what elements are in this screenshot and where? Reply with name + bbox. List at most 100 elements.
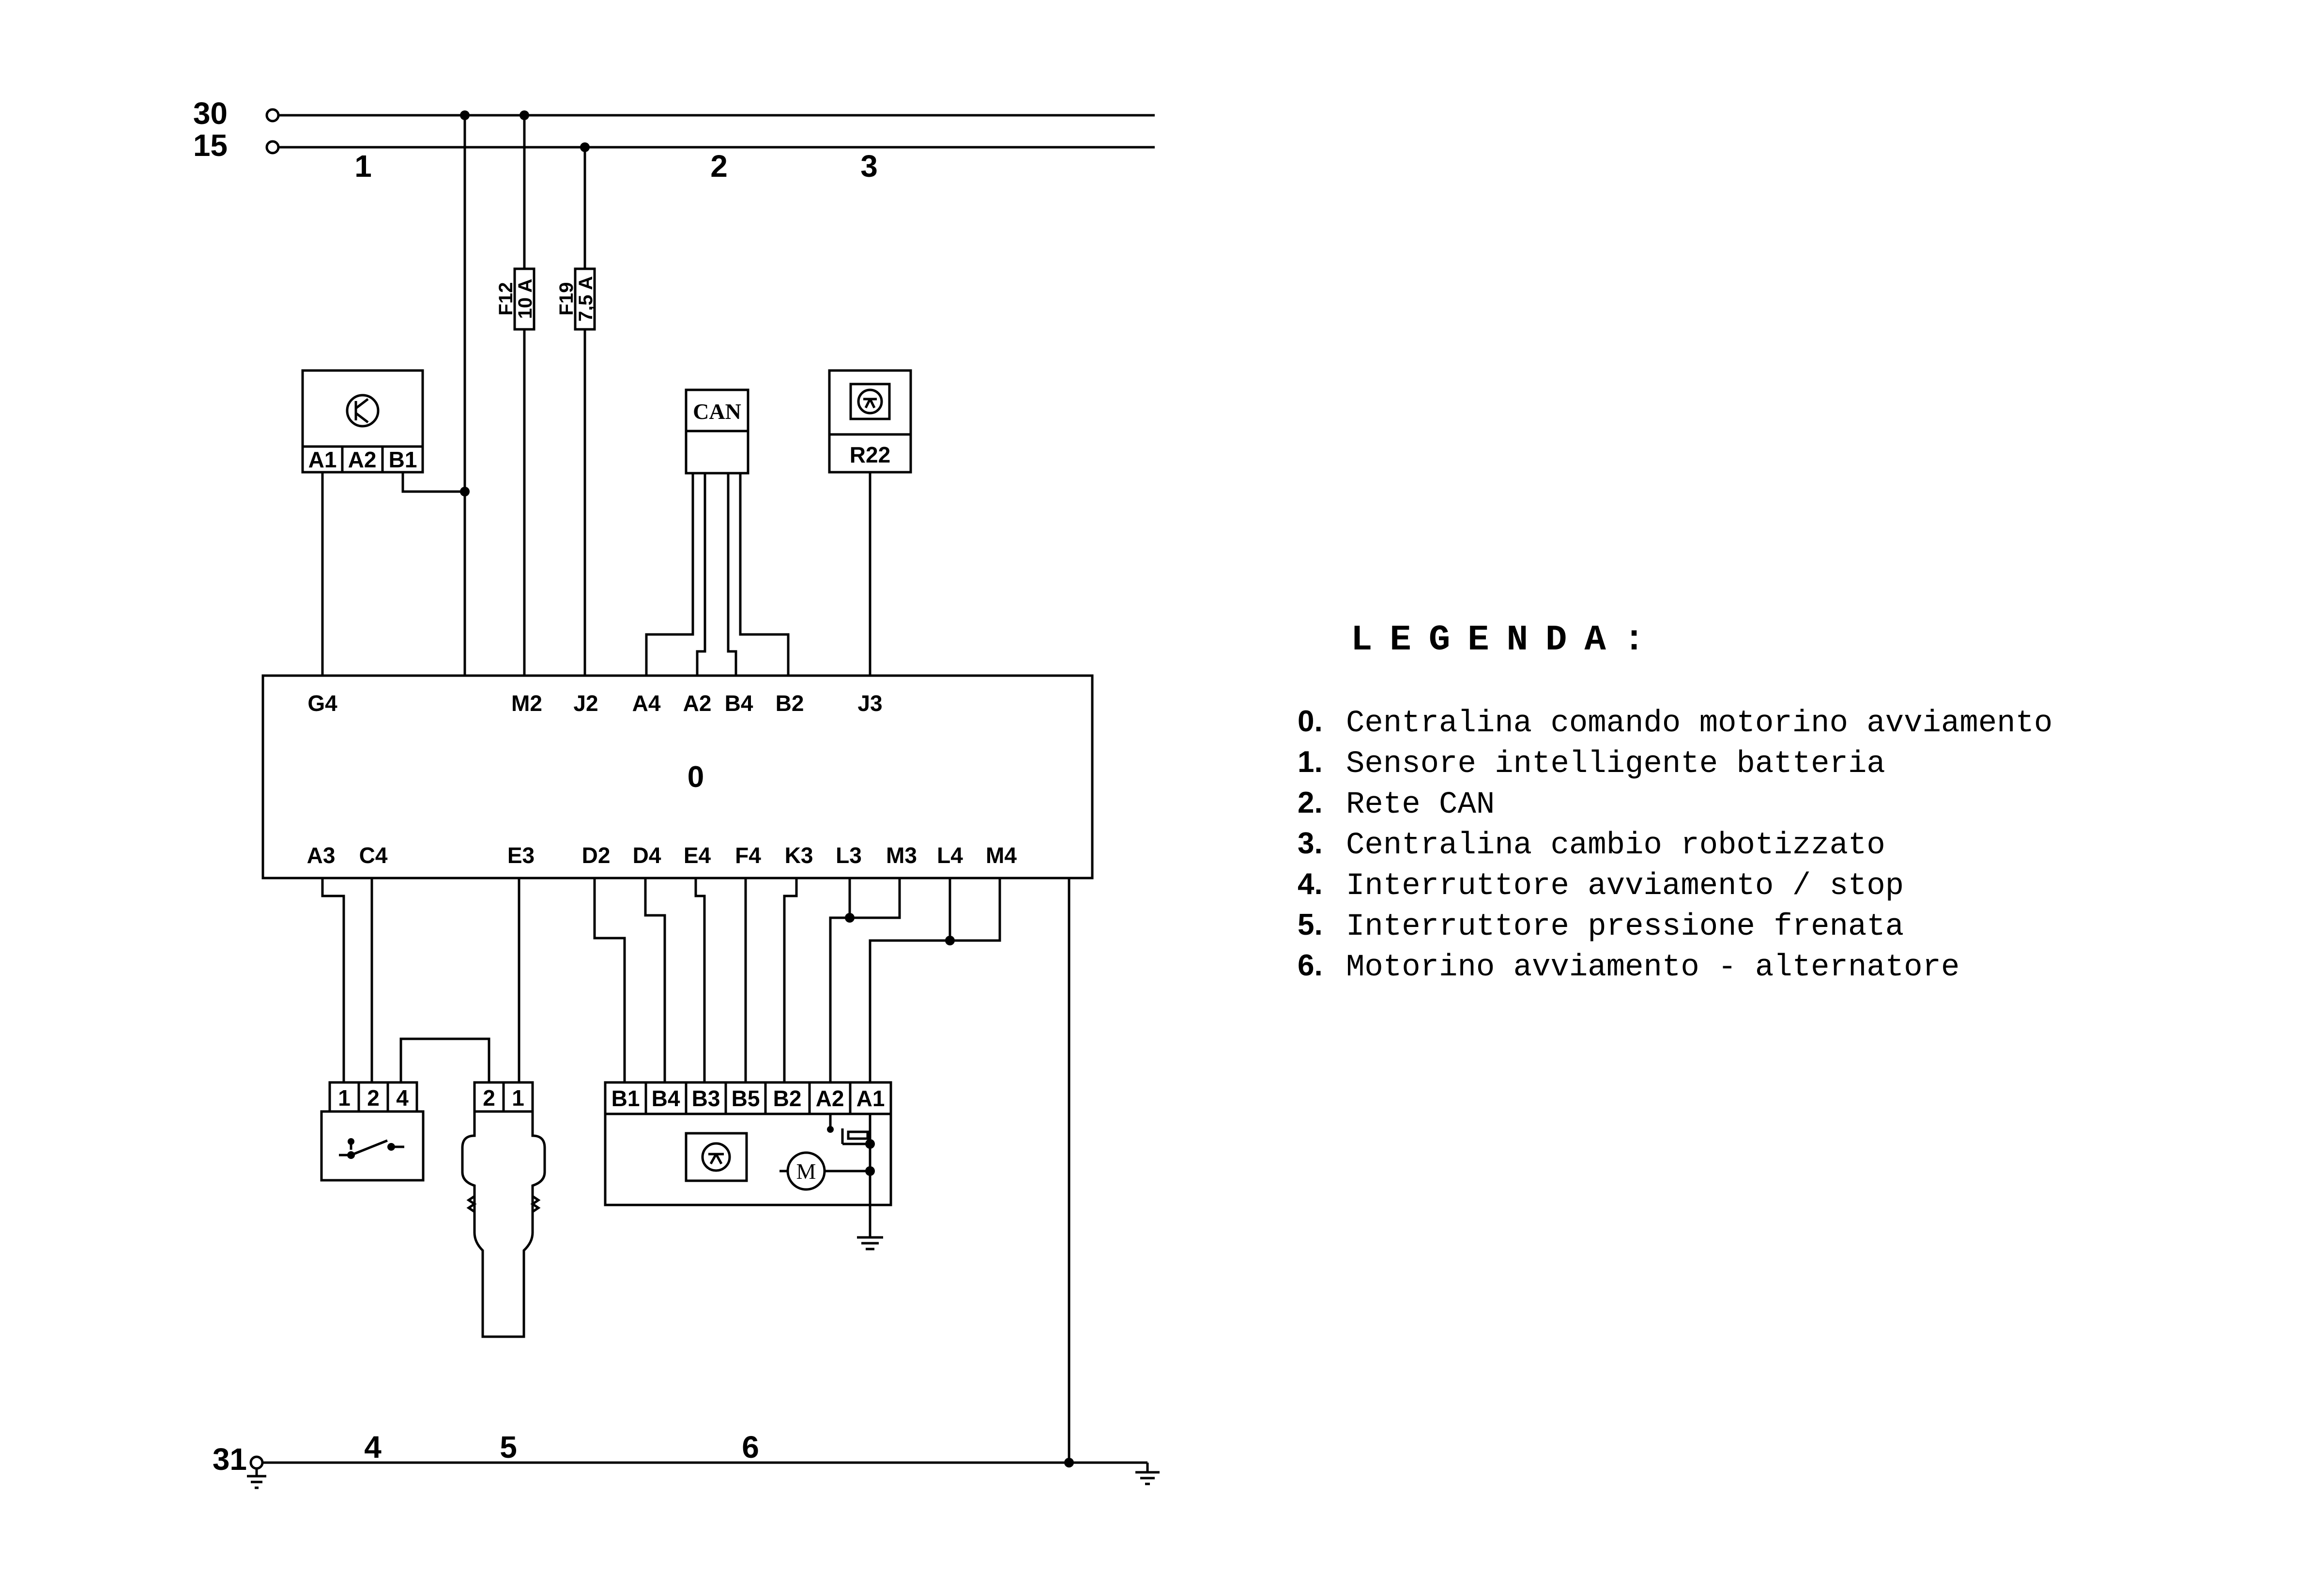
pin-label: B3: [692, 1086, 720, 1111]
can-node: CAN: [645, 388, 790, 676]
fuse-f19-name: F19: [556, 282, 577, 316]
legend-item: 0. Centralina comando motorino avviament…: [1298, 704, 2266, 745]
transistor-icon: [701, 1142, 731, 1172]
pin-label: B5: [732, 1086, 760, 1111]
ecu-pin-label: L4: [937, 843, 963, 868]
legend-text: Centralina cambio robotizzato: [1346, 828, 1885, 863]
fuse-f19-rating: 7,5 A: [575, 276, 596, 322]
junction-dot: [945, 936, 955, 945]
section-number: 1: [354, 149, 372, 184]
starter-alternator: B1 B4 B3 B5 B2 A2 A1 M: [604, 1081, 892, 1250]
ecu-pin-label: M4: [986, 843, 1017, 868]
ecu-pin-label: J2: [573, 691, 598, 716]
pin-label: A2: [348, 447, 377, 472]
legend-number: 6.: [1298, 949, 1323, 982]
ecu-pin-label: D4: [633, 843, 661, 868]
pin-label: B1: [612, 1086, 640, 1111]
legend-text: Interruttore pressione frenata: [1346, 910, 1904, 944]
pin-label: B2: [773, 1086, 802, 1111]
pin-label: 2: [483, 1085, 495, 1111]
pin-label: 1: [338, 1085, 351, 1111]
thread-icon: [466, 1195, 477, 1213]
ground-icon: [857, 1236, 883, 1250]
rail-15-label: 15: [193, 128, 228, 163]
legend-item: 6. Motorino avviamento - alternatore: [1298, 948, 2266, 989]
ground-31-terminal: [249, 1455, 264, 1470]
fuse-f12-rating: 10 A: [515, 278, 536, 319]
switch-icon: [339, 1138, 404, 1159]
pin-label: R22: [850, 442, 890, 467]
battery-sensor: A1 A2 B1: [301, 369, 465, 676]
section-number: 3: [860, 149, 878, 184]
ecu-id: 0: [688, 760, 704, 794]
ecu-pin-label: K3: [785, 843, 813, 868]
lower-wiring: [321, 878, 1070, 1467]
transistor-icon: [857, 388, 883, 415]
rail-30-terminal: [265, 108, 280, 123]
brake-pressure-switch: 2 1: [461, 1081, 546, 1338]
ecu-pin-label: L3: [836, 843, 862, 868]
wire-can-b4: [727, 473, 737, 676]
legend-number: 5.: [1298, 908, 1323, 941]
ground-31-label: 31: [213, 1442, 247, 1477]
legend-item: 3. Centralina cambio robotizzato: [1298, 826, 2266, 867]
ecu-pin-label: A2: [683, 691, 712, 716]
can-label: CAN: [693, 399, 741, 424]
motor-icon: M: [780, 1114, 875, 1237]
ecu-pin-label: E4: [684, 843, 711, 868]
pin-label: B1: [389, 447, 417, 472]
gearbox-ecu: R22: [828, 369, 912, 676]
pin-label: 2: [367, 1085, 380, 1111]
ground-icon: [247, 1475, 266, 1489]
start-stop-switch: 1 2 4: [320, 1081, 425, 1182]
motor-symbol: M: [796, 1159, 816, 1184]
legend-item: 2. Rete CAN: [1298, 786, 2266, 826]
legend-number: 4.: [1298, 867, 1323, 901]
transistor-icon: [346, 394, 380, 428]
pin-label: A1: [308, 447, 337, 472]
ground-icon: [1135, 1471, 1160, 1485]
legend-item: 1. Sensore intelligente batteria: [1298, 745, 2266, 786]
legend-text: Rete CAN: [1346, 787, 1495, 822]
pressure-switch-body: [461, 1110, 546, 1338]
legend-item: 4. Interruttore avviamento / stop: [1298, 867, 2266, 908]
legend-number: 1.: [1298, 745, 1323, 779]
fuse-f19: F19 7,5 A: [556, 147, 596, 676]
legend-text: Interruttore avviamento / stop: [1346, 869, 1904, 904]
ecu-pin-label: C4: [359, 843, 388, 868]
legend-number: 3.: [1298, 827, 1323, 860]
rail-15-terminal: [265, 140, 280, 154]
legend-title: LEGENDA:: [1351, 620, 1663, 661]
main-ecu: G4 M2 J2 A4 A2 B4 B2 J3 0 A3 C4 E3 D2 D4…: [261, 674, 1094, 880]
legend-number: 2.: [1298, 786, 1323, 819]
legend: LEGENDA: 0. Centralina comando motorino …: [1298, 620, 2266, 989]
junction-dot: [1064, 1458, 1074, 1467]
section-number: 6: [742, 1430, 759, 1465]
ecu-pin-label: G4: [307, 691, 337, 716]
ecu-pin-label: J3: [857, 691, 882, 716]
wire-can-a4: [645, 473, 694, 676]
legend-text: Centralina comando motorino avviamento: [1346, 706, 2053, 741]
section-number: 4: [364, 1430, 382, 1465]
ecu-pin-label: B4: [725, 691, 753, 716]
ecu-pin-label: A4: [632, 691, 661, 716]
legend-text: Sensore intelligente batteria: [1346, 747, 1885, 782]
thread-icon: [530, 1195, 541, 1213]
section-number: 2: [710, 149, 728, 184]
ecu-pin-label: D2: [582, 843, 611, 868]
ecu-pin-label: M2: [511, 691, 542, 716]
pin-label: A2: [816, 1086, 844, 1111]
section-number: 5: [500, 1430, 517, 1465]
wire-b1-rail30: [401, 472, 465, 493]
supply-rails: 30 15: [193, 96, 1155, 163]
pin-label: 4: [396, 1085, 409, 1111]
pin-label: B4: [652, 1086, 680, 1111]
fuse-f12: F12 10 A: [495, 115, 536, 676]
wire-can-a2: [696, 473, 706, 676]
ecu-pin-label: M3: [886, 843, 917, 868]
legend-number: 0.: [1298, 705, 1323, 738]
fuse-f12-name: F12: [495, 282, 517, 316]
legend-item: 5. Interruttore pressione frenata: [1298, 908, 2266, 948]
ecu-pin-label: F4: [735, 843, 761, 868]
